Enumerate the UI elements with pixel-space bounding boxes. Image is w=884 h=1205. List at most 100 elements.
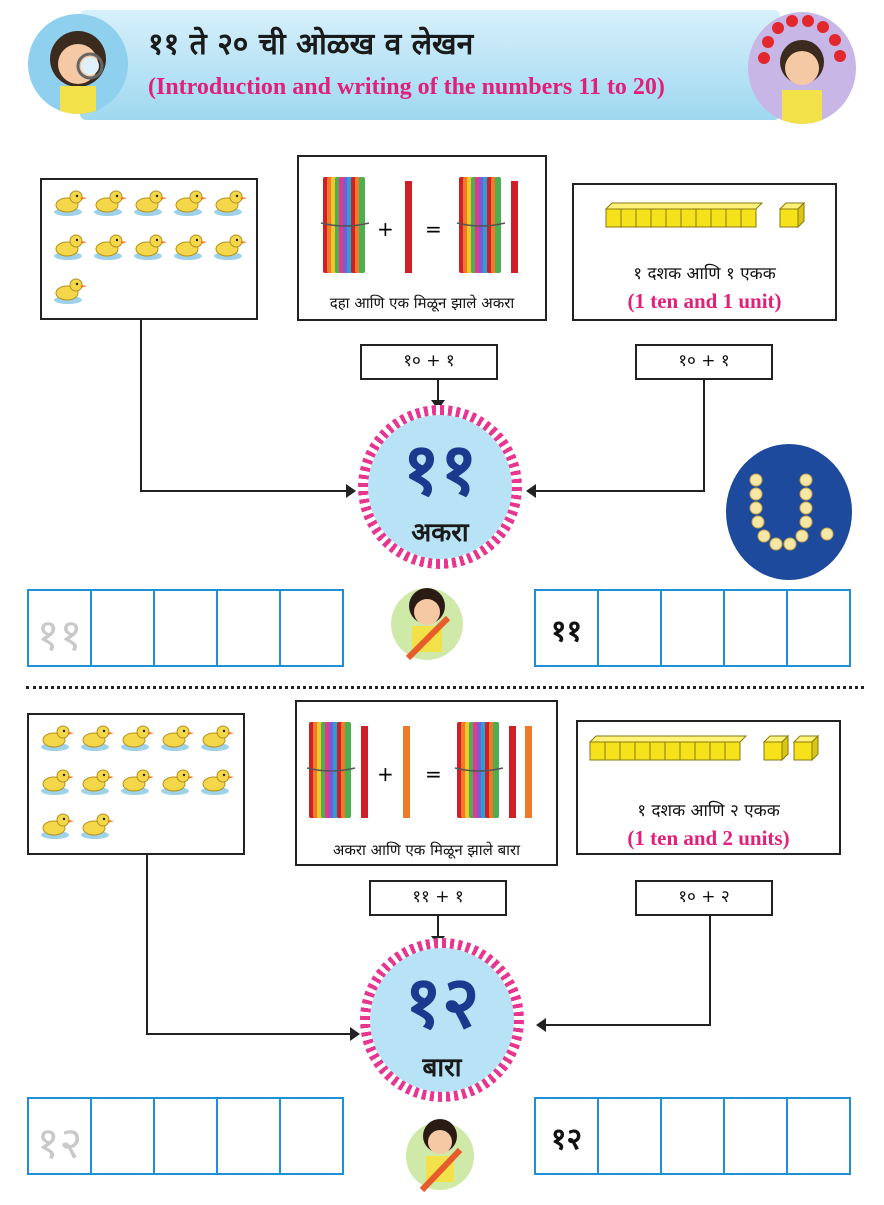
unit-cube (763, 741, 783, 761)
rod-unit (709, 741, 726, 761)
rod-unit (724, 741, 741, 761)
bead-badge (726, 444, 852, 580)
write-cell[interactable] (786, 589, 851, 667)
unit-cube (779, 208, 799, 228)
blocks-text: १ दशक आणि २ एकक (637, 801, 780, 821)
trace-cell[interactable]: ११ (27, 589, 92, 667)
plus-sign: + (377, 217, 394, 241)
connector (709, 916, 711, 1026)
write-cell[interactable] (279, 589, 344, 667)
write-cell[interactable] (723, 1097, 788, 1175)
write-cell[interactable] (153, 1097, 218, 1175)
blocks-box: १ दशक आणि १ एकक (1 ten and 1 unit) (572, 183, 837, 321)
number-circle: ११ अकरा (358, 405, 522, 569)
sample-cell: १२ (534, 1097, 599, 1175)
connector (140, 320, 142, 492)
duck-icon (214, 234, 247, 260)
base-ten-blocks (604, 201, 806, 229)
write-cell[interactable] (723, 589, 788, 667)
arrow-left-icon (536, 1018, 546, 1032)
ducks-box (40, 178, 258, 320)
equals-sign: = (425, 217, 442, 241)
connector (536, 490, 705, 492)
rod-unit (680, 208, 697, 228)
write-grid: १२ (534, 1097, 851, 1175)
connector (437, 916, 439, 938)
duck-icons (41, 725, 234, 839)
rod-unit (679, 741, 696, 761)
write-cell[interactable] (216, 1097, 281, 1175)
rod-unit (694, 741, 711, 761)
girl-pencil-avatar (404, 1110, 476, 1198)
duck-icon (174, 234, 207, 260)
girl-apples-avatar (748, 12, 856, 124)
trace-grid: ११ (27, 589, 344, 667)
duck-icon (134, 234, 167, 260)
rod-unit (634, 741, 651, 761)
trace-number: ११ (36, 610, 83, 661)
write-cell[interactable] (90, 1097, 155, 1175)
ducks-box (27, 713, 245, 855)
write-cell[interactable] (90, 589, 155, 667)
rod-unit (710, 208, 727, 228)
connector (703, 380, 705, 492)
arrow-left-icon (526, 484, 536, 498)
connector (546, 1024, 711, 1026)
page-title: ११ ते २० ची ओळख व लेखन (148, 27, 474, 62)
sticks-caption: अकरा आणि एक मिळून झाले बारा (332, 841, 521, 859)
write-cell[interactable] (786, 1097, 851, 1175)
duck-icon (134, 190, 167, 216)
write-cell[interactable] (216, 589, 281, 667)
girl-pencil-avatar (388, 580, 466, 664)
duck-icon (94, 190, 127, 216)
write-cell[interactable] (660, 589, 725, 667)
header-banner (80, 10, 780, 120)
sticks-illustration (320, 177, 518, 273)
duck-icon (214, 190, 247, 216)
duck-icon (161, 769, 194, 795)
duck-icon (81, 813, 114, 839)
connector (146, 855, 148, 1035)
duck-icon (121, 725, 154, 751)
write-cell[interactable] (660, 1097, 725, 1175)
duck-icon (41, 725, 74, 751)
equation-left: १० + १ (360, 344, 498, 380)
unit-cube (793, 741, 813, 761)
rod-unit (620, 208, 637, 228)
girl-magnifier-avatar (28, 14, 128, 114)
page-subtitle: (Introduction and writing of the numbers… (148, 74, 665, 100)
duck-icon (41, 769, 74, 795)
blocks-english: (1 ten and 1 unit) (627, 289, 782, 313)
write-cell[interactable] (597, 1097, 662, 1175)
rod-unit (664, 741, 681, 761)
equation-right: १० + २ (635, 880, 773, 916)
sample-cell: ११ (534, 589, 599, 667)
write-cell[interactable] (279, 1097, 344, 1175)
write-cell[interactable] (153, 589, 218, 667)
duck-icon (161, 725, 194, 751)
rod-unit (725, 208, 742, 228)
rod-unit (695, 208, 712, 228)
plus-sign: + (377, 762, 394, 786)
sample-number: १२ (550, 1122, 583, 1157)
rod-unit (650, 208, 667, 228)
connector (437, 380, 439, 402)
equals-sign: = (425, 762, 442, 786)
big-number: १२ (404, 960, 480, 1044)
write-cell[interactable] (597, 589, 662, 667)
sticks-caption: दहा आणि एक मिळून झाले अकरा (329, 294, 515, 312)
duck-icon (81, 725, 114, 751)
duck-icon (41, 813, 74, 839)
base-ten-blocks (588, 734, 820, 762)
duck-icon (174, 190, 207, 216)
arrow-right-icon (346, 484, 356, 498)
rod-unit (619, 741, 636, 761)
section-divider (26, 686, 864, 689)
number-word: बारा (422, 1053, 462, 1083)
sticks-box: + = दहा आणि एक मिळून झाले अकरा (297, 155, 547, 321)
trace-cell[interactable]: १२ (27, 1097, 92, 1175)
blocks-text: १ दशक आणि १ एकक (633, 264, 776, 284)
duck-icon (201, 769, 234, 795)
number-word: अकरा (411, 518, 469, 548)
blocks-english: (1 ten and 2 units) (627, 826, 790, 850)
